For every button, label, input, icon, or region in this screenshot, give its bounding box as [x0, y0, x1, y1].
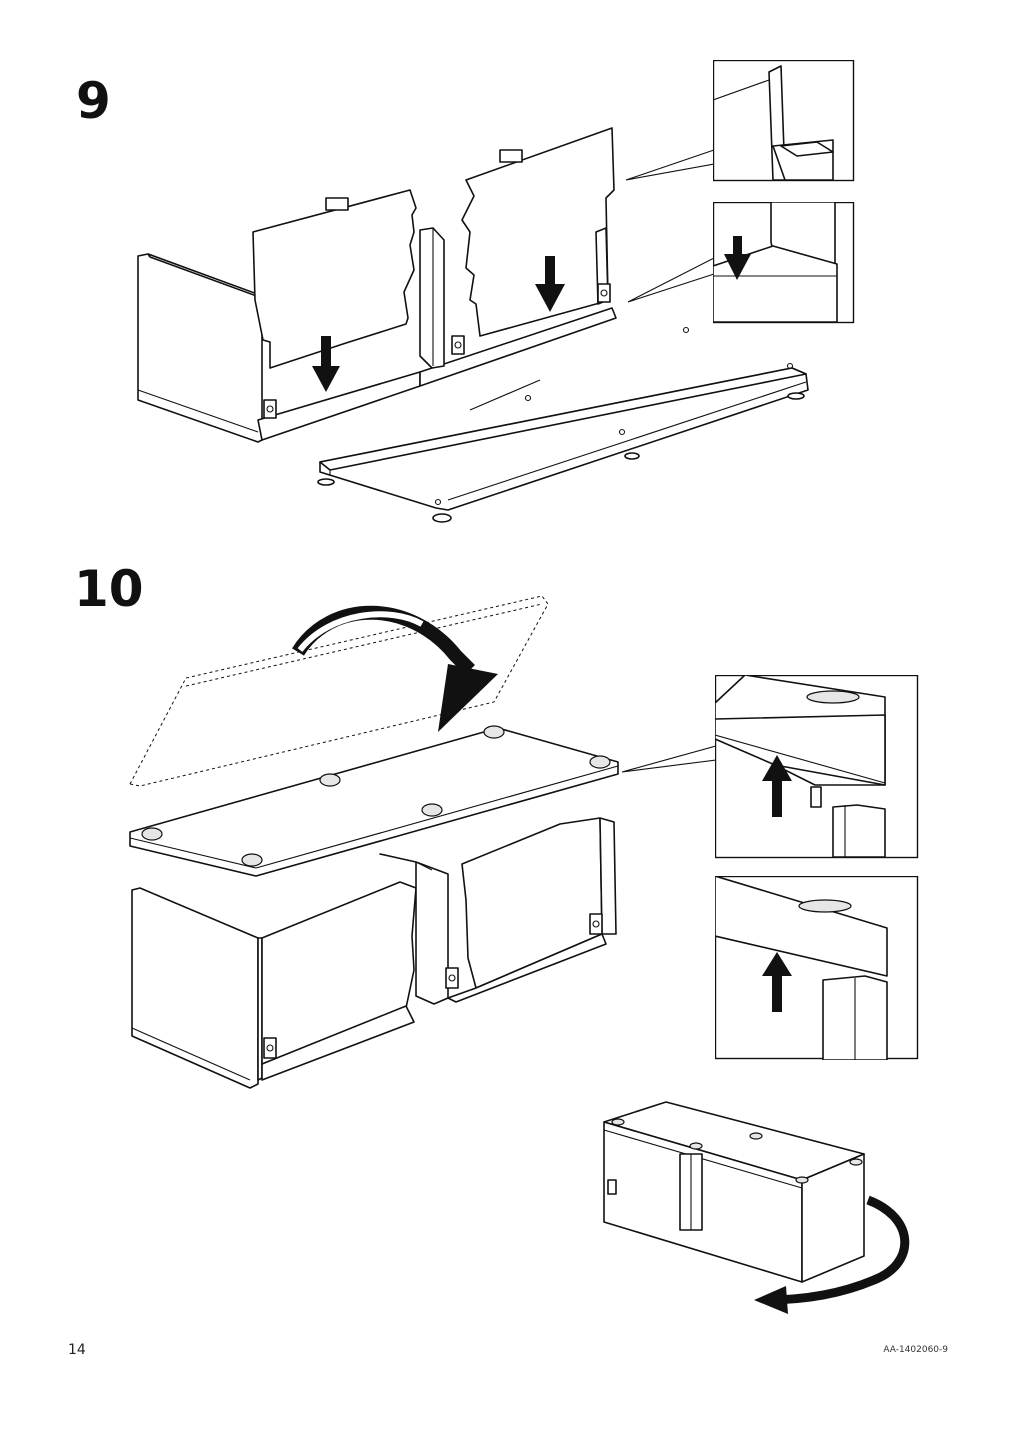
- page-number: 14: [68, 1342, 86, 1358]
- up-arrow-icon: [762, 952, 792, 1012]
- fitting-right: [597, 283, 611, 303]
- back-panel-left: [252, 189, 417, 369]
- fitting-left: [263, 399, 277, 419]
- step-10-detail-top: [715, 675, 919, 859]
- cabinet-divider: [379, 853, 449, 1005]
- bottom-rail: [257, 371, 421, 441]
- fitting-mid: [451, 335, 465, 355]
- rotate-arrow-icon: [754, 1195, 910, 1314]
- middle-divider: [419, 227, 445, 369]
- step-10-number: 10: [74, 560, 144, 618]
- step-10-finished-cabinet: [603, 1101, 910, 1314]
- back-panel-right: [461, 127, 615, 337]
- step-9-detail-bottom: [713, 202, 855, 324]
- up-arrow-icon: [762, 755, 792, 817]
- cabinet-back-right: [461, 817, 603, 989]
- document-code: AA-1402060-9: [883, 1345, 948, 1355]
- step-9-illustration: [137, 127, 809, 523]
- step-9-detail-top: [713, 60, 855, 182]
- step-10-detail-bottom: [715, 876, 919, 1060]
- down-arrow-icon: [312, 336, 340, 392]
- step-9-number: 9: [76, 72, 111, 130]
- down-arrow-icon: [535, 256, 565, 312]
- step-10-illustration: [129, 595, 717, 1089]
- left-side-panel: [137, 253, 263, 443]
- down-arrow-icon: [724, 236, 751, 280]
- curved-arrow-icon: [292, 605, 498, 732]
- cabinet-left-side: [131, 887, 259, 1089]
